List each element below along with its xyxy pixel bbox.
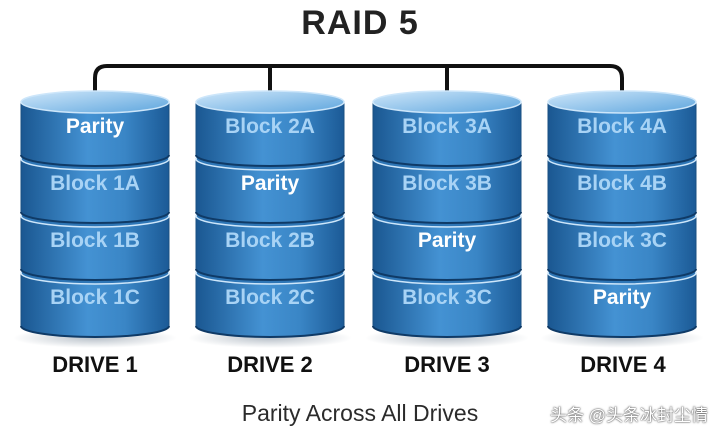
data-block: Block 2A bbox=[195, 90, 345, 167]
controller-bus bbox=[93, 64, 624, 104]
drive-2-label: DRIVE 2 bbox=[227, 352, 313, 377]
block-label: Block 1A bbox=[50, 172, 140, 195]
data-block: Block 4A bbox=[547, 90, 697, 167]
block-label: Block 1B bbox=[50, 229, 140, 252]
block-label: Block 2B bbox=[225, 229, 315, 252]
parity-block: Parity bbox=[20, 90, 170, 167]
bus-line bbox=[93, 64, 624, 104]
drive-1: Block 1C Block 1B Block 1A Parity bbox=[13, 90, 177, 348]
block-label: Block 3B bbox=[402, 172, 492, 195]
block-label: Block 4A bbox=[577, 115, 667, 138]
diagram-title: RAID 5 bbox=[301, 4, 419, 42]
data-block: Block 3A bbox=[372, 90, 522, 167]
block-label: Block 3C bbox=[402, 286, 492, 309]
block-label: Block 2C bbox=[225, 286, 315, 309]
block-label: Parity bbox=[241, 172, 300, 195]
block-label: Parity bbox=[418, 229, 477, 252]
block-label: Parity bbox=[66, 115, 125, 138]
drive-1-label: DRIVE 1 bbox=[52, 352, 138, 377]
drive-3: Block 3C Parity Block 3B Block 3A bbox=[365, 90, 529, 348]
watermark: 头条 @头条冰封尘情 bbox=[550, 406, 708, 425]
block-label: Block 3A bbox=[402, 115, 492, 138]
drive-4: Parity Block 3C Block 4B Block 4A bbox=[540, 90, 704, 348]
block-label: Block 2A bbox=[225, 115, 315, 138]
block-label: Block 4B bbox=[577, 172, 667, 195]
block-label: Parity bbox=[593, 286, 652, 309]
drive-4-label: DRIVE 4 bbox=[580, 352, 666, 377]
drive-3-label: DRIVE 3 bbox=[404, 352, 490, 377]
diagram-caption: Parity Across All Drives bbox=[241, 400, 479, 426]
block-label: Block 1C bbox=[50, 286, 140, 309]
drive-2: Block 2C Block 2B Parity Block 2A bbox=[188, 90, 352, 348]
block-label: Block 3C bbox=[577, 229, 667, 252]
